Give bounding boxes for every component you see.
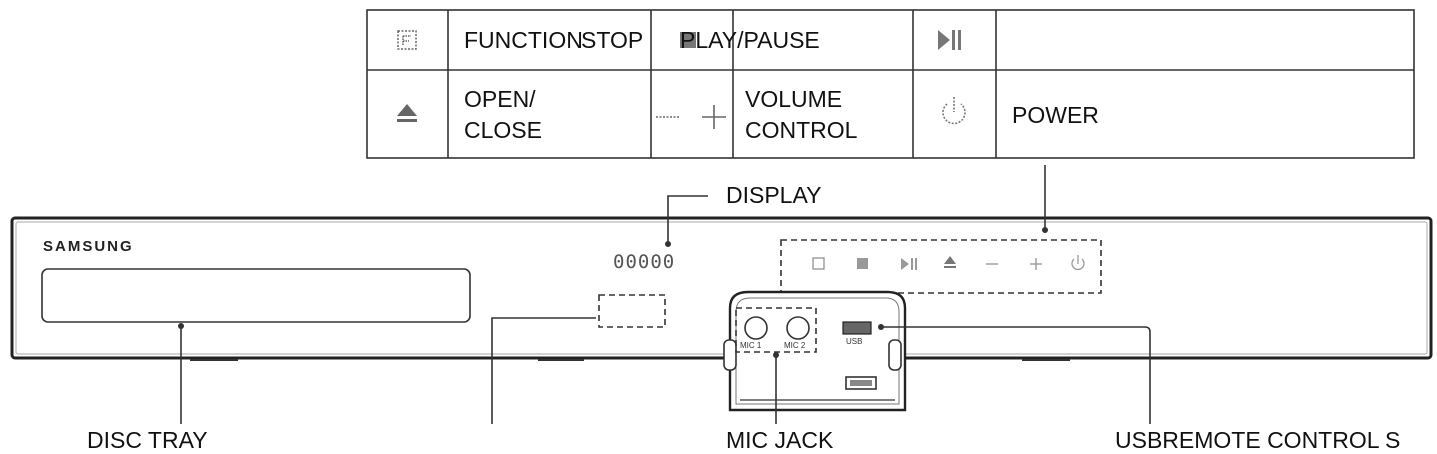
volume-control-label-line1: VOLUME <box>745 86 843 112</box>
mic2-label: MIC 2 <box>784 341 806 350</box>
disc-tray <box>41 268 471 323</box>
legend-table-border <box>366 9 1415 159</box>
mic2-jack <box>786 316 810 340</box>
stop-icon <box>680 32 696 48</box>
panel-eject-icon <box>944 256 956 268</box>
power-label: POWER <box>1012 102 1099 128</box>
volume-minus-plus-icon <box>656 105 726 129</box>
mic1-label: MIC 1 <box>740 341 762 350</box>
disc-tray-callout: DISC TRAY <box>87 427 208 453</box>
power-leader-dot <box>1042 227 1048 233</box>
panel-function-icon <box>812 257 825 270</box>
panel-stop-icon <box>857 258 868 269</box>
disc-tray-leader-dot <box>178 323 184 329</box>
display-leader <box>667 195 708 244</box>
front-panel-door <box>723 290 907 412</box>
play-pause-label: PLAY/PAUSE <box>680 27 820 53</box>
device-body <box>10 216 1433 361</box>
display-window <box>598 294 666 328</box>
mic-jack-callout: MIC JACK <box>726 427 834 453</box>
usb-remote-callout: USBREMOTE CONTROL S <box>1115 427 1401 453</box>
function-icon <box>397 30 417 50</box>
volume-control-label-line2: CONTROL <box>745 117 858 143</box>
usb-port-label: USB <box>846 337 863 346</box>
usb-leader <box>881 326 1151 424</box>
panel-play-pause-icon <box>901 258 917 270</box>
legend-table <box>366 9 1415 159</box>
function-label: FUNCTION <box>464 27 583 53</box>
remote-sensor-lens <box>850 380 872 386</box>
mic1-jack <box>744 316 768 340</box>
usb-leader-dot <box>878 324 884 330</box>
usb-port <box>842 321 872 335</box>
open-close-label-line1: OPEN/ <box>464 86 536 112</box>
control-panel <box>780 239 1102 294</box>
stop-label: STOP <box>581 27 644 53</box>
power-icon <box>942 97 966 125</box>
eject-icon <box>397 104 417 122</box>
sensor-leader <box>491 317 596 424</box>
mic-jack-leader-dot <box>773 352 779 358</box>
display-readout: 00000 <box>613 251 676 273</box>
display-callout: DISPLAY <box>726 182 822 208</box>
panel-plus-icon <box>1030 258 1042 270</box>
display-leader-dot <box>665 241 671 247</box>
panel-power-icon <box>1071 255 1085 271</box>
open-close-label-line2: CLOSE <box>464 117 542 143</box>
play-pause-icon <box>938 30 961 50</box>
samsung-logo: SAMSUNG <box>43 238 134 255</box>
